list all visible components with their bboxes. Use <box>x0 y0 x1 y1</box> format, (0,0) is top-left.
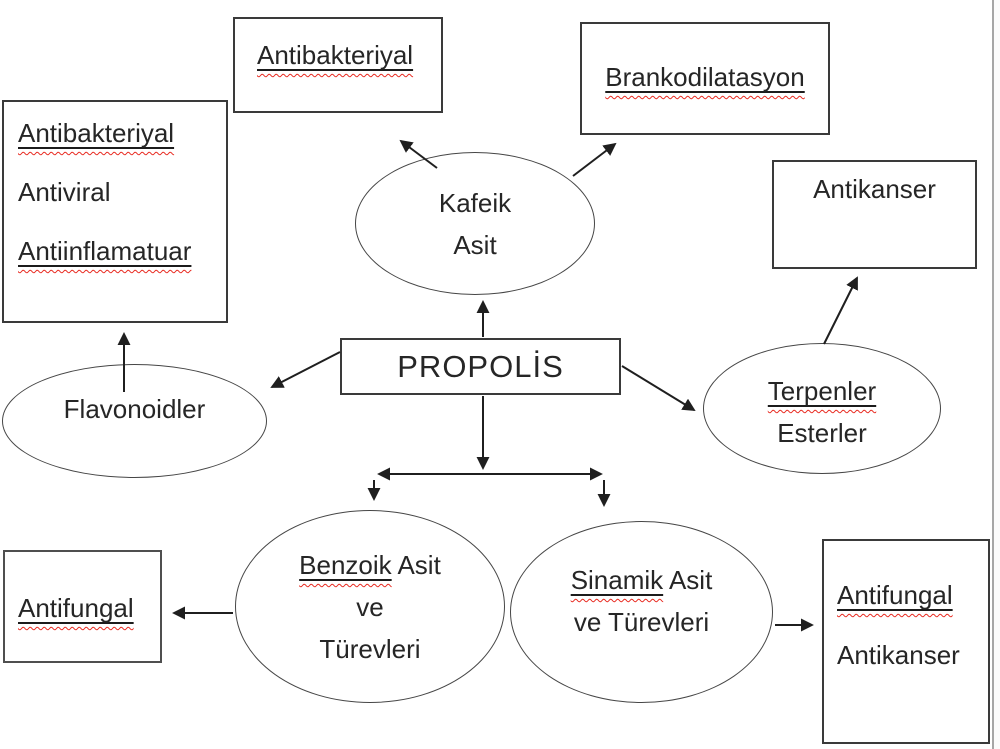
node-sinamik-asit-ve-turevleri[interactable]: Sinamik Asit ve Türevleri <box>510 521 773 703</box>
node-label-line1: Kafeik <box>438 188 512 218</box>
node-label: Brankodilatasyon <box>605 62 805 92</box>
node-antikanser-top[interactable]: Antikanser <box>772 160 977 269</box>
node-label-line1: Benzoik Asit <box>299 550 441 580</box>
node-kafeik-asit[interactable]: Kafeik Asit <box>355 152 595 295</box>
arrow-kafeik-to-antibakteriyal[interactable] <box>399 139 438 169</box>
node-label-line2: Antiviral <box>18 177 111 207</box>
node-label-line1: Sinamik Asit <box>570 565 713 595</box>
node-benzoik-asit-ve-turevleri[interactable]: Benzoik Asit ve Türevleri <box>235 510 505 703</box>
page-edge-line <box>992 0 994 749</box>
node-flavonoidler[interactable]: Flavonoidler <box>2 364 267 478</box>
node-label-line1: Antifungal <box>837 580 953 610</box>
node-brankodilatasyon[interactable]: Brankodilatasyon <box>580 22 830 135</box>
node-antibakteriyal-top[interactable]: Antibakteriyal <box>233 17 443 113</box>
node-label: PROPOLİS <box>397 348 564 384</box>
node-antifungal-antikanser[interactable]: Antifungal Antikanser <box>822 539 990 744</box>
node-antibakteriyal-antiviral-antiinflamatuar[interactable]: Antibakteriyal Antiviral Antiinflamatuar <box>2 100 228 323</box>
node-label-line3: Antiinflamatuar <box>18 236 192 266</box>
node-label: Flavonoidler <box>63 394 206 424</box>
node-propolis[interactable]: PROPOLİS <box>340 338 621 395</box>
page-margin-strip <box>994 0 1000 749</box>
node-label: Antibakteriyal <box>257 40 414 70</box>
node-label-line2: ve Türevleri <box>573 607 710 637</box>
node-label-line3: Türevleri <box>319 634 421 664</box>
arrow-propolis-to-flavonoidler[interactable] <box>270 351 341 388</box>
node-label-line2: Antikanser <box>837 640 960 670</box>
node-label: Antifungal <box>18 593 134 623</box>
node-label-line2: ve <box>356 592 384 622</box>
node-label-line2: Asit <box>453 230 497 260</box>
arrow-terpenler-to-antikanser[interactable] <box>823 276 858 345</box>
node-label-line1: Terpenler <box>767 376 877 406</box>
node-antifungal-left[interactable]: Antifungal <box>3 550 162 663</box>
node-terpenler-esterler[interactable]: Terpenler Esterler <box>703 343 941 474</box>
node-label-line2: Esterler <box>777 418 867 448</box>
node-label: Antikanser <box>813 174 936 204</box>
node-label-line1: Antibakteriyal <box>18 118 175 148</box>
arrow-propolis-to-terpenler[interactable] <box>621 365 696 412</box>
arrow-kafeik-to-brankodilatasyon[interactable] <box>572 142 617 177</box>
